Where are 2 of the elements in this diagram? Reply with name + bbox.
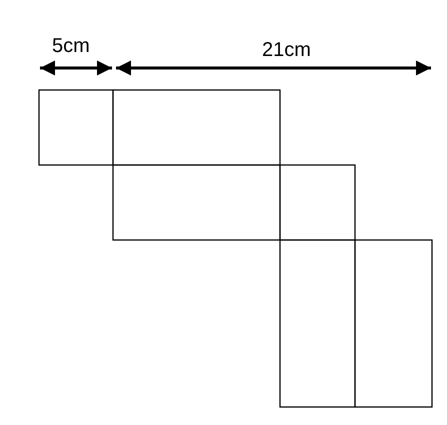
dimension-label: 5cm <box>52 36 90 56</box>
dimension-label: 21cm <box>262 40 311 60</box>
